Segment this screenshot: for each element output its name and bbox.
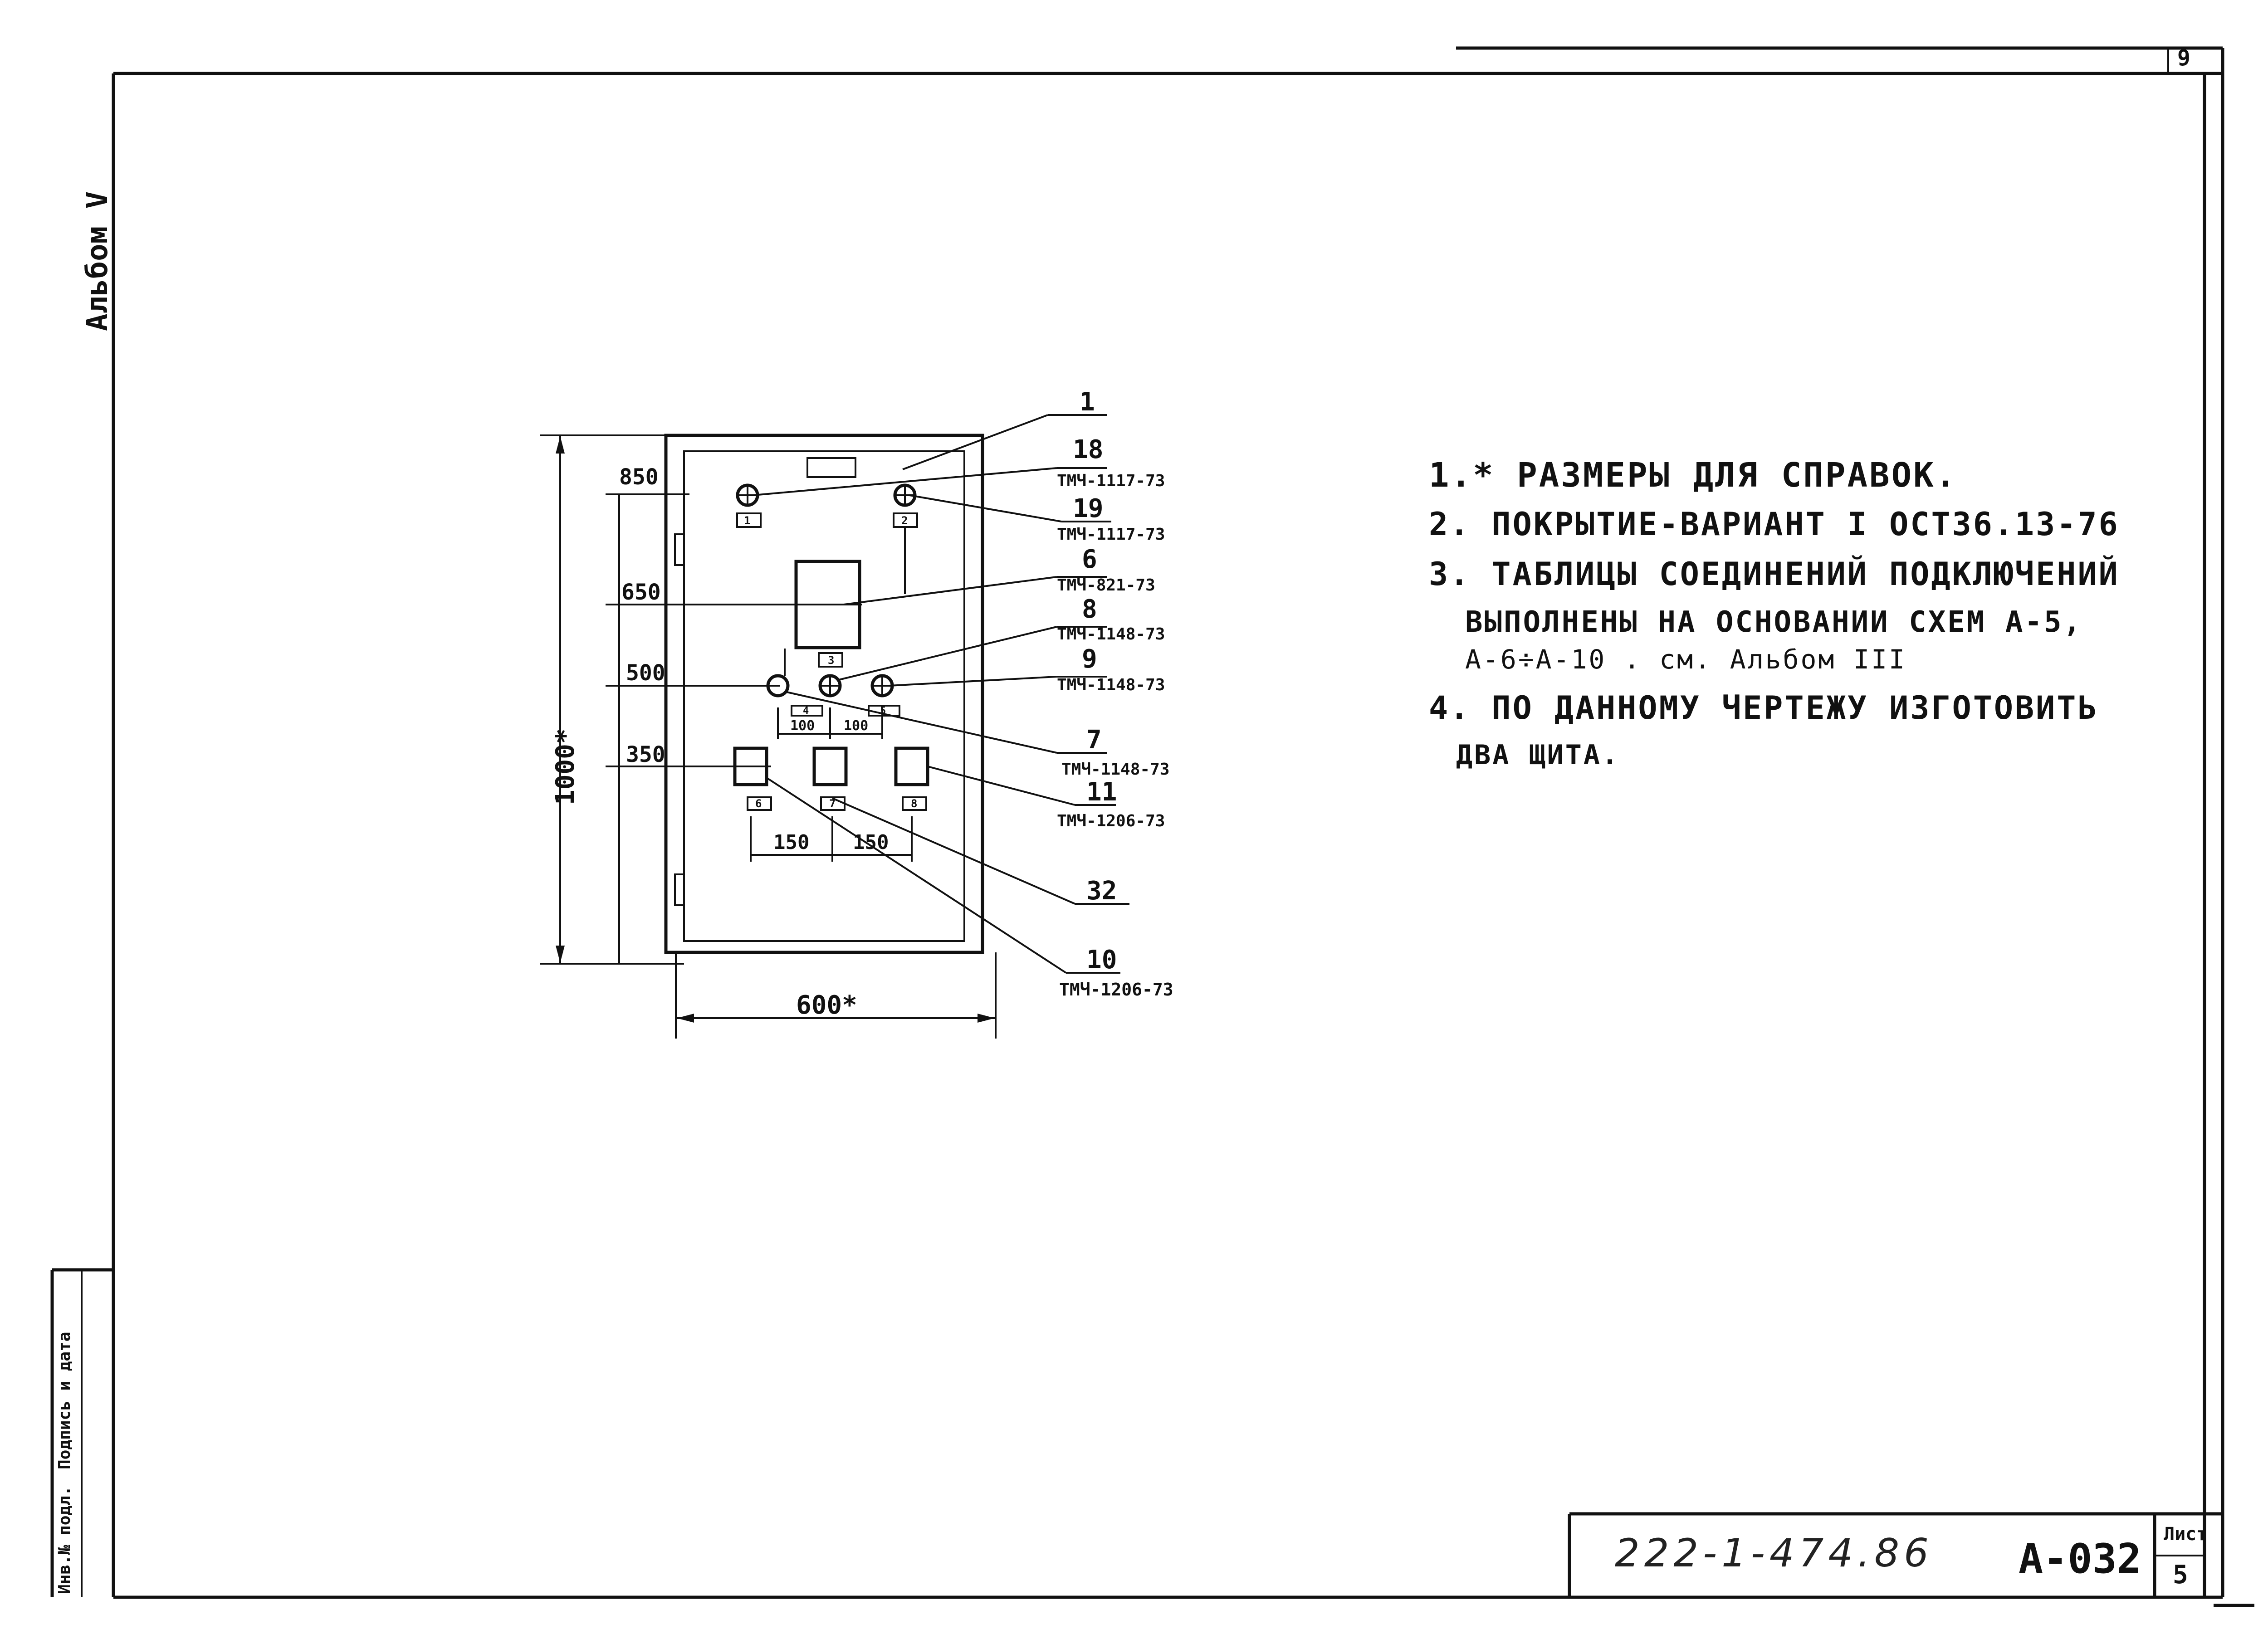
leader-lines [753,414,1129,974]
corner-page-number: 9 [2177,45,2190,71]
overall-height: 1000* [551,728,580,805]
callout-pos-32: 32 [1086,876,1117,906]
callout-pos-6: 6 [1082,545,1097,574]
device-tag-4: 4 [803,705,809,717]
device-tag-1: 1 [744,514,750,527]
note-4-line-1: 4. ПО ДАННОМУ ЧЕРТЕЖУ ИЗГОТОВИТЬ [1429,689,2099,727]
callout-ref-8: ТМЧ-1148-73 [1057,625,1165,644]
callout-pos-9: 9 [1082,644,1097,674]
vertical-dimensions [540,434,862,965]
sheet-number: 5 [2173,1560,2188,1590]
device-tag-3: 3 [828,654,834,667]
drawing-code: А-032 [2019,1535,2141,1583]
spacing-150-left: 150 [773,831,809,854]
level-850: 850 [619,464,659,490]
callout-ref-6: ТМЧ-821-73 [1057,576,1155,595]
document-cipher: 222-1-474.86 [1615,1531,1933,1576]
device-tag-8: 8 [911,797,917,810]
callout-ref-7: ТМЧ-1148-73 [1061,760,1169,779]
spacing-150-right: 150 [853,831,889,854]
callout-pos-8: 8 [1082,595,1097,624]
note-3-line-3: А-6÷А-10 . см. Альбом III [1465,644,1906,675]
callout-ref-9: ТМЧ-1148-73 [1057,676,1165,694]
callout-pos-18: 18 [1073,435,1103,464]
title-block [1568,1512,2223,1597]
callout-pos-11: 11 [1086,777,1117,807]
callout-ref-18: ТМЧ-1117-73 [1057,472,1165,490]
device-tag-6: 6 [755,797,762,810]
callout-ref-11: ТМЧ-1206-73 [1057,812,1165,830]
note-3-line-1: 3. ТАБЛИЦЫ СОЕДИНЕНИЙ ПОДКЛЮЧЕНИЙ [1429,556,2120,593]
level-500: 500 [626,660,665,686]
device-tag-7: 7 [829,797,836,810]
sheet-frame [112,46,2254,1607]
device-tag-2: 2 [901,514,908,527]
note-3-line-2: ВЫПОЛНЕНЫ НА ОСНОВАНИИ СХЕМ А-5, [1465,605,2082,639]
note-4-line-2: ДВА ЩИТА. [1456,739,1620,771]
level-350: 350 [626,742,665,767]
note-1: 1.* РАЗМЕРЫ ДЛЯ СПРАВОК. [1429,456,1958,495]
stamp-inv-no: Инв.№ подл. [55,1486,74,1594]
stamp-signature-date: Подпись и дата [55,1332,74,1469]
callout-pos-1: 1 [1080,387,1095,417]
meters-top [736,483,918,594]
overall-width: 600* [796,990,857,1020]
callout-ref-10: ТМЧ-1206-73 [1059,980,1173,1000]
horizontal-dimensions [675,707,997,1039]
spacing-100-right: 100 [844,718,868,734]
callout-pos-19: 19 [1073,494,1103,523]
side-stamp [50,1268,113,1597]
level-650: 650 [621,580,661,605]
device-tag-5: 5 [880,705,886,717]
spacing-100-left: 100 [790,718,815,734]
instrument-center [784,560,861,676]
callout-ref-19: ТМЧ-1117-73 [1057,525,1165,544]
sheet-label: Лист [2164,1524,2208,1545]
note-2: 2. ПОКРЫТИЕ-ВАРИАНТ I ОСТ36.13-76 [1429,506,2120,543]
callout-pos-10: 10 [1086,945,1117,975]
panel-outline [664,434,984,954]
callout-pos-7: 7 [1086,725,1102,755]
album-label: Альбом V [81,191,114,331]
